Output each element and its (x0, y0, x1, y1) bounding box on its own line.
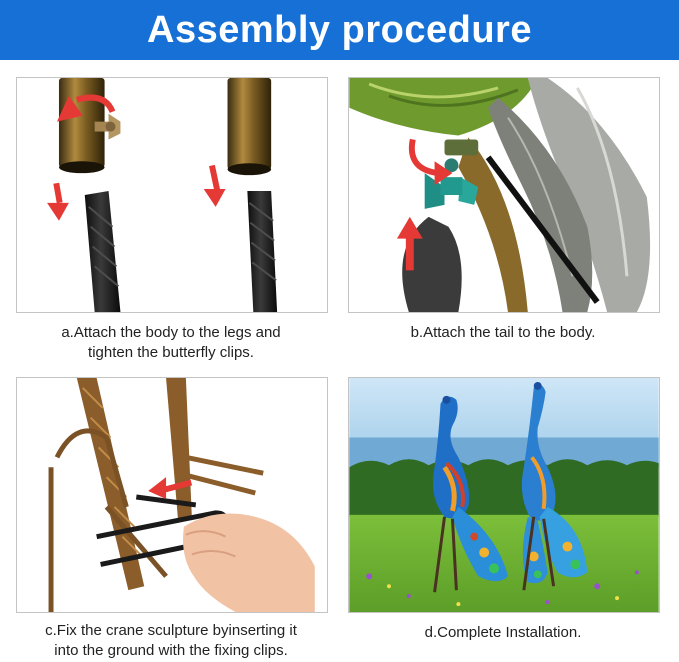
down-arrow-icon (47, 182, 69, 221)
up-arrow-icon (396, 216, 423, 271)
down-arrow-icon (203, 164, 226, 207)
rotate-arrow-icon (56, 94, 116, 122)
hand-image (183, 513, 315, 612)
step-a-caption: a.Attach the body to the legs and tighte… (6, 323, 336, 363)
step-d-photo (349, 378, 659, 612)
step-a-illustration (17, 78, 327, 312)
step-c-caption: c.Fix the crane sculpture byinserting it… (6, 621, 336, 661)
step-d-caption: d.Complete Installation. (338, 623, 668, 643)
step-a-image (16, 77, 328, 313)
page-title: Assembly procedure (147, 8, 532, 51)
caption-line: c.Fix the crane sculpture byinserting it (45, 622, 297, 639)
left-arrow-icon (148, 477, 193, 499)
caption-line: a.Attach the body to the legs and (61, 324, 281, 341)
step-b-caption: b.Attach the tail to the body. (338, 323, 668, 343)
caption-line: tighten the butterfly clips. (88, 344, 254, 361)
step-d-image (348, 377, 660, 613)
wing-nut-icon (94, 113, 121, 140)
header-banner: Assembly procedure (0, 0, 679, 60)
peacock-sculpture (432, 395, 508, 593)
step-b-illustration (349, 78, 659, 312)
wing-nut-icon (424, 158, 479, 209)
step-c-image (16, 377, 328, 613)
caption-line: b.Attach the tail to the body. (410, 324, 596, 341)
peacock-sculpture (521, 381, 588, 591)
step-b-image (348, 77, 660, 313)
caption-line: d.Complete Installation. (424, 624, 582, 641)
step-c-illustration (17, 378, 327, 612)
rotate-arrow-icon (408, 138, 453, 186)
caption-line: into the ground with the fixing clips. (54, 642, 288, 659)
